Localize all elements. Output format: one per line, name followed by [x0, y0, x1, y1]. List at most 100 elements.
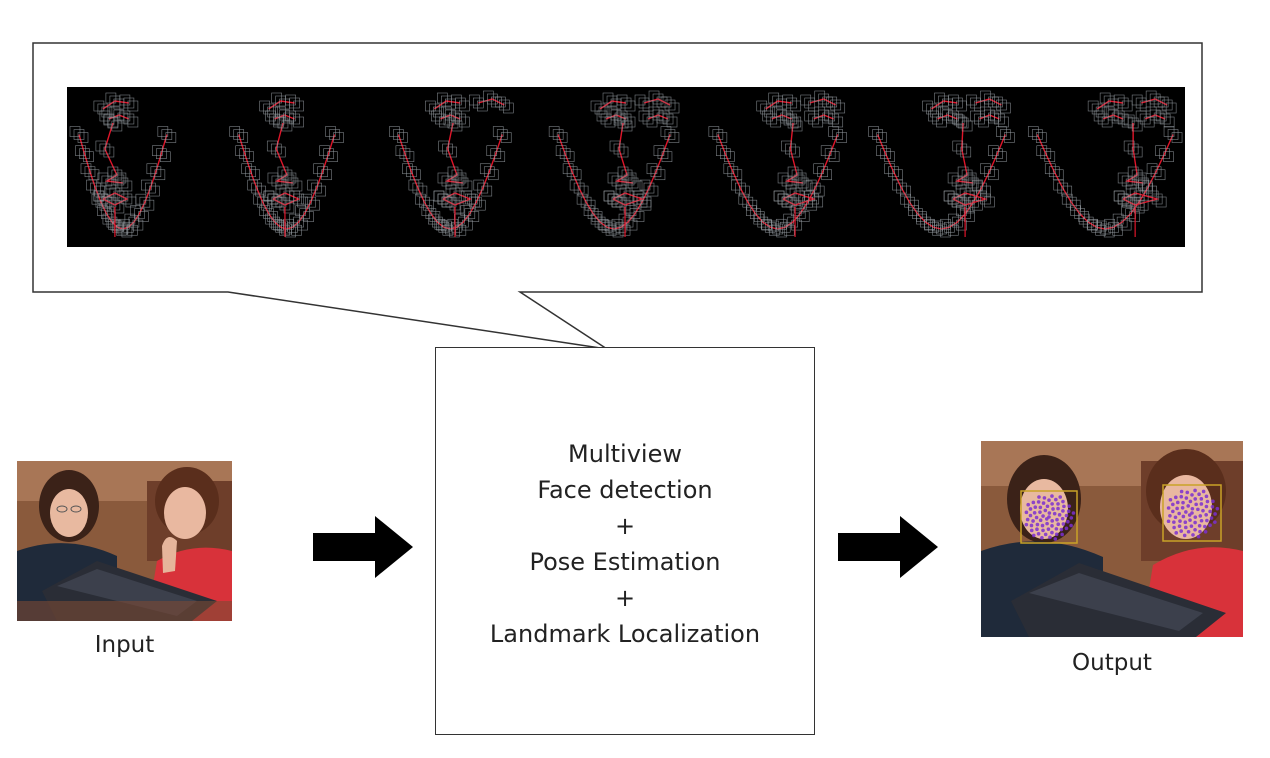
landmark-point	[1050, 502, 1054, 506]
landmark-point	[1179, 494, 1184, 499]
landmark-point	[1071, 511, 1076, 515]
landmark-point	[1171, 509, 1175, 514]
landmark-point	[1069, 516, 1074, 520]
landmark-point	[1025, 517, 1030, 522]
landmark-point	[1175, 506, 1179, 511]
landmark-point	[1028, 507, 1033, 511]
landmark-point	[1199, 518, 1204, 523]
landmark-point	[1203, 524, 1207, 529]
face-template-6	[868, 90, 1015, 238]
landmark-point	[1058, 495, 1063, 499]
landmark-point	[1061, 509, 1065, 513]
landmark-point	[1179, 529, 1183, 533]
landmark-point	[1197, 523, 1202, 528]
landmark-point	[1054, 532, 1059, 537]
landmark-point	[1057, 513, 1062, 517]
landmark-point	[1190, 493, 1194, 497]
landmark-point	[1182, 533, 1187, 538]
landmark-point	[1199, 497, 1204, 501]
landmark-point	[1201, 508, 1205, 513]
landmark-point	[1062, 504, 1066, 509]
landmark-point	[1052, 511, 1057, 516]
landmark-point	[1188, 499, 1193, 504]
landmark-point	[1193, 515, 1198, 519]
landmark-point	[1036, 531, 1041, 536]
landmark-point	[1208, 509, 1212, 514]
landmark-point	[1179, 489, 1184, 494]
process-line: Multiview	[568, 440, 682, 468]
detected-face-right	[1162, 484, 1222, 542]
landmark-point	[1189, 524, 1194, 528]
landmark-point	[1194, 502, 1198, 507]
input-label: Input	[94, 632, 155, 658]
landmark-point	[1051, 507, 1055, 511]
process-line: Pose Estimation	[529, 548, 721, 576]
face-template-5	[708, 90, 847, 238]
landmark-point	[1031, 533, 1036, 538]
process-description: Multiview Face detection + Pose Estimati…	[436, 436, 814, 652]
landmark-point	[1047, 498, 1051, 503]
landmark-point	[1168, 514, 1172, 518]
landmark-point	[1035, 527, 1039, 531]
face-template-3	[389, 90, 514, 238]
landmark-point	[1056, 522, 1061, 526]
landmark-point	[1186, 504, 1190, 508]
landmark-point	[1168, 497, 1173, 502]
landmark-point	[1196, 507, 1200, 512]
landmark-point	[1205, 518, 1209, 523]
landmark-point	[1177, 511, 1181, 516]
landmark-point	[1211, 499, 1215, 504]
landmark-point	[1050, 530, 1054, 535]
landmark-point	[1188, 518, 1192, 522]
landmark-point	[1024, 510, 1029, 515]
landmark-point	[1187, 513, 1192, 517]
landmark-point	[1166, 506, 1171, 510]
landmark-point	[1031, 500, 1036, 505]
landmark-point	[1031, 519, 1035, 523]
landmark-point	[1054, 497, 1058, 502]
landmark-point	[1037, 495, 1041, 499]
landmark-point	[1056, 506, 1060, 511]
landmark-point	[1040, 536, 1044, 540]
landmark-point	[1044, 517, 1049, 521]
landmark-point	[1040, 523, 1045, 528]
landmark-point	[1172, 525, 1176, 530]
landmark-point	[1183, 520, 1188, 525]
landmark-point	[1173, 515, 1178, 520]
landmark-point	[1172, 520, 1176, 524]
landmark-point	[1184, 496, 1189, 500]
landmark-point	[1050, 519, 1054, 523]
landmark-point	[1028, 513, 1033, 518]
face-templates-panel	[67, 87, 1185, 247]
landmark-point	[1186, 529, 1191, 534]
landmark-point	[1181, 500, 1185, 505]
landmark-point	[1175, 500, 1180, 505]
landmark-point	[1204, 494, 1209, 499]
landmark-point	[1193, 520, 1197, 525]
landmark-point	[1183, 525, 1188, 530]
landmark-point	[1198, 514, 1203, 518]
landmark-point	[1054, 527, 1059, 531]
landmark-point	[1050, 524, 1054, 528]
landmark-point	[1190, 506, 1195, 511]
landmark-point	[1061, 499, 1065, 504]
landmark-point	[1056, 502, 1060, 506]
landmark-point	[1041, 514, 1045, 518]
landmark-point	[1193, 488, 1197, 493]
landmark-point	[1041, 528, 1045, 533]
process-line: Face detection	[537, 476, 713, 504]
landmark-point	[1029, 523, 1034, 528]
process-line: +	[614, 584, 636, 612]
landmark-point	[1197, 492, 1201, 497]
landmark-point	[1041, 501, 1046, 505]
landmark-point	[1203, 529, 1208, 534]
landmark-point	[1201, 489, 1206, 494]
landmark-point	[1196, 534, 1201, 539]
landmark-point	[1035, 522, 1040, 527]
process-line: +	[614, 512, 636, 540]
landmark-point	[1213, 512, 1217, 516]
landmark-point	[1166, 519, 1171, 524]
landmark-point	[1193, 497, 1198, 501]
landmark-point	[1050, 494, 1054, 498]
landmark-point	[1060, 532, 1064, 537]
